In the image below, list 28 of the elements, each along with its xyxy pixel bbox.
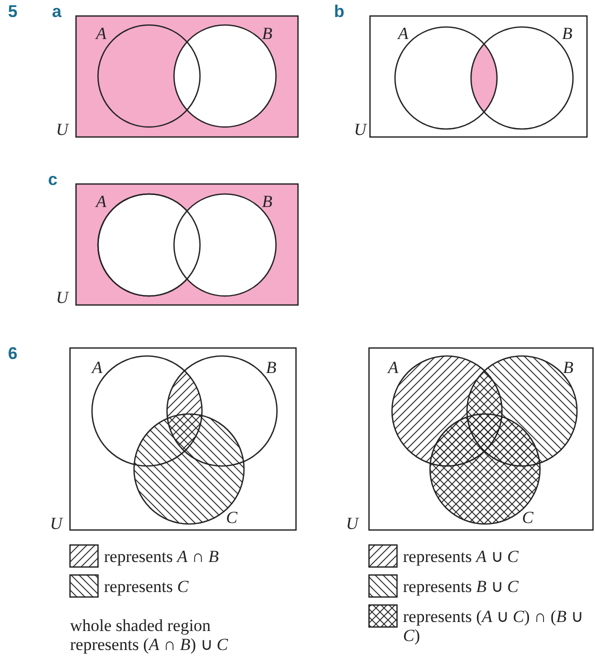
legend-text: represents (A ∪ C) ∩ (B ∪ C) (403, 607, 584, 645)
set-label: C (226, 508, 238, 527)
universal-set-label: U (354, 120, 366, 139)
universal-set-label: U (56, 120, 68, 139)
legend-text: represents B ∪ C (403, 577, 520, 596)
part-letter: c (48, 170, 58, 189)
set-label: A (388, 358, 398, 377)
set-label: B (262, 24, 272, 43)
question-number: 5 (8, 2, 18, 21)
explanation-text: whole shaded region represents (A ∩ B) ∪ C (70, 616, 229, 654)
set-label: A (96, 192, 106, 211)
universal-set-label: U (346, 514, 358, 533)
legend-text: represents A ∩ B (104, 547, 220, 566)
legend-text: represents A ∪ C (403, 547, 520, 566)
legend-text: represents C (104, 577, 190, 596)
set-label: A (96, 24, 106, 43)
set-label: A (398, 24, 408, 43)
part-letter: a (52, 2, 62, 21)
set-label: B (562, 24, 572, 43)
part-letter: b (334, 2, 344, 21)
set-label: B (563, 358, 574, 377)
universal-set-label: U (50, 514, 62, 533)
universal-set-label: U (56, 288, 68, 307)
set-label: A (92, 358, 102, 377)
set-label: B (262, 192, 272, 211)
set-label: C (522, 508, 534, 527)
set-label: B (266, 358, 276, 377)
question-number: 6 (8, 344, 18, 363)
